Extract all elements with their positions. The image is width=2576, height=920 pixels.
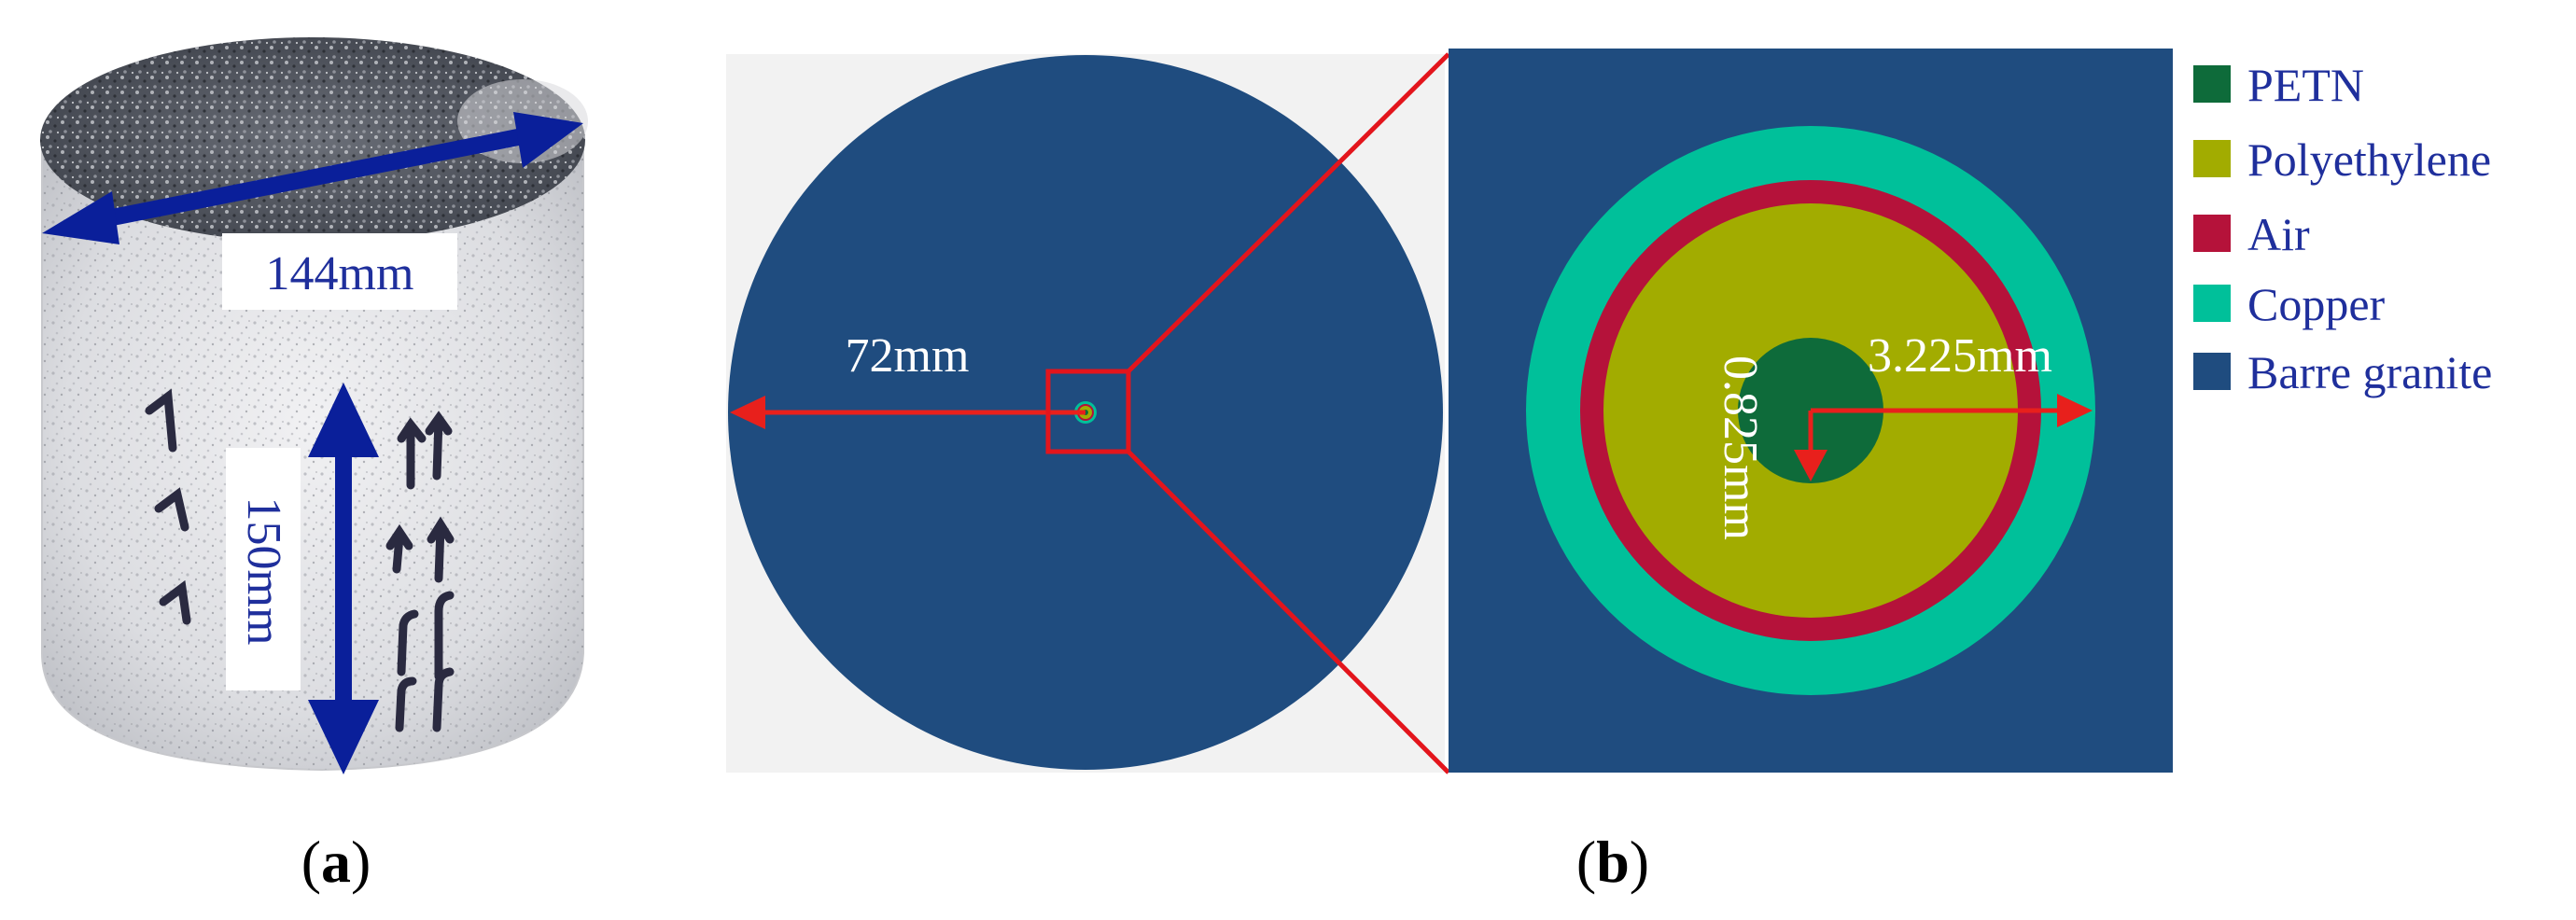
inner-radius-arrow [1794,411,1827,481]
diameter-arrow [42,112,583,244]
outer-radius-label: 3.225mm [1868,329,2052,383]
panel-a: 144mm 150mm (a) [40,37,588,895]
legend-label: Copper [2247,278,2386,330]
legend-swatch [2193,285,2231,322]
legend-item-barre-granite: Barre granite [2193,346,2492,398]
height-label: 150mm [237,497,290,646]
zoom-line-top [1127,52,1450,373]
height-arrow [308,383,379,774]
legend-item-copper: Copper [2193,278,2386,330]
legend-label: Polyethylene [2247,133,2491,186]
radius-arrow [730,396,1085,429]
height-label-box [226,448,301,690]
legend-item-polyethylene: Polyethylene [2193,133,2491,186]
legend-swatch [2193,215,2231,252]
legend-swatch [2193,353,2231,390]
inner-radius-label: 0.825mm [1714,355,1767,540]
legend: PETN Polyethylene Air Copper Barre grani… [2193,59,2492,398]
radius-label: 72mm [846,329,970,383]
zoom-box [1045,369,1131,454]
diameter-label: 144mm [266,247,414,300]
outer-radius-arrow [1811,394,2093,427]
panel-a-label: (a) [301,829,371,895]
panel-b: 72mm 3.225mm 0.825mm (b) [726,49,2173,895]
legend-label: PETN [2247,59,2364,111]
legend-item-petn: PETN [2193,59,2364,111]
legend-label: Air [2247,208,2310,260]
legend-swatch [2193,65,2231,103]
legend-item-air: Air [2193,208,2310,260]
legend-label: Barre granite [2247,346,2492,398]
diameter-label-box [222,233,457,310]
legend-swatch [2193,140,2231,177]
specimen-markings [145,388,455,732]
panel-b-label: (b) [1576,829,1649,895]
zoom-line-bottom [1127,450,1450,774]
